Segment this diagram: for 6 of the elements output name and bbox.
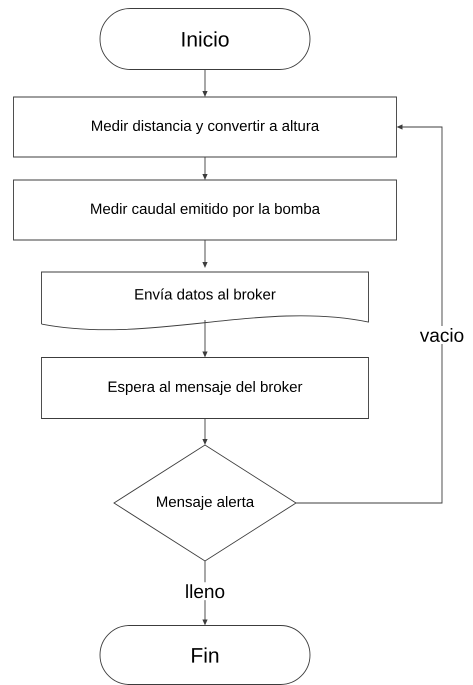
- document-shape: Envía datos al broker: [41, 272, 369, 330]
- process-box: Medir distancia y convertir a altura: [13, 96, 397, 158]
- edge-label: vacio: [418, 326, 466, 344]
- process-box: Medir caudal emitido por la bomba: [13, 180, 397, 240]
- process-box: Espera al mensaje del broker: [41, 357, 369, 419]
- edge-label: lleno: [182, 582, 228, 600]
